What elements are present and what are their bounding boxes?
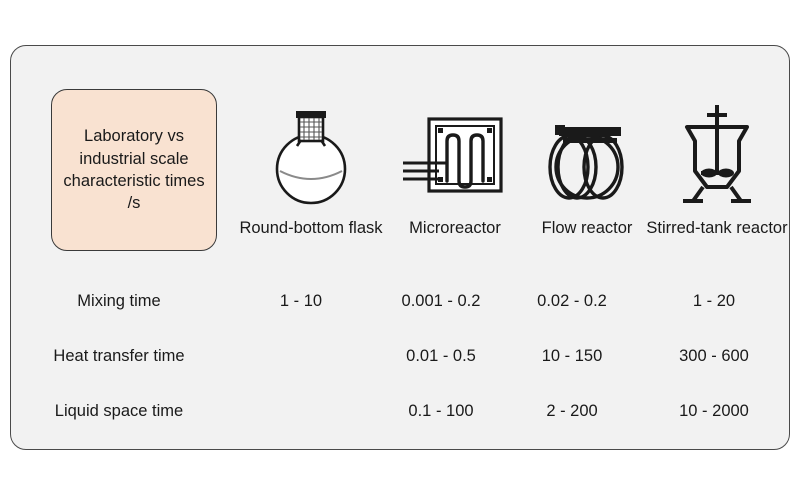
row-label: Mixing time [77, 292, 161, 310]
column-label: Round-bottom flask [239, 219, 383, 237]
column-flow-reactor: Flow reactor [513, 89, 661, 239]
table-cell: 0.001 - 0.2 [401, 292, 481, 310]
microreactor-chip-icon [381, 89, 529, 209]
column-label: Microreactor [409, 219, 501, 237]
legend-title-chip: Laboratory vs industrial scale character… [51, 89, 217, 251]
row-label: Liquid space time [54, 402, 184, 420]
table-cell: 2 - 200 [546, 402, 598, 420]
table-cell: 10 - 150 [541, 347, 603, 365]
table-row: Mixing time 1 - 10 0.001 - 0.2 0.02 - 0.… [11, 274, 791, 329]
table-cell [227, 384, 375, 439]
table-row: Liquid space time 0.1 - 100 2 - 200 10 -… [11, 384, 791, 439]
table-cell [227, 329, 375, 384]
row-label: Heat transfer time [53, 347, 185, 365]
round-bottom-flask-icon [237, 89, 385, 209]
characteristic-times-table: Mixing time 1 - 10 0.001 - 0.2 0.02 - 0.… [11, 274, 791, 439]
table-cell: 0.1 - 100 [408, 402, 474, 420]
legend-title-text: Laboratory vs industrial scale character… [63, 127, 205, 213]
column-microreactor: Microreactor [381, 89, 529, 239]
column-label: Flow reactor [541, 219, 633, 237]
column-round-bottom-flask: Round-bottom flask [237, 89, 385, 239]
coiled-flow-reactor-icon [513, 89, 661, 209]
table-cell: 10 - 2000 [679, 402, 749, 420]
table-cell: 300 - 600 [679, 347, 749, 365]
stirred-tank-reactor-icon [643, 89, 791, 209]
table-cell: 0.02 - 0.2 [537, 292, 607, 310]
table-cell: 1 - 20 [692, 292, 736, 310]
figure-card: Laboratory vs industrial scale character… [10, 45, 790, 450]
table-cell: 0.01 - 0.5 [406, 347, 476, 365]
table-row: Heat transfer time 0.01 - 0.5 10 - 150 3… [11, 329, 791, 384]
table-cell: 1 - 10 [279, 292, 323, 310]
column-stirred-tank-reactor: Stirred-tank reactor [643, 89, 791, 239]
column-label: Stirred-tank reactor [646, 219, 788, 237]
